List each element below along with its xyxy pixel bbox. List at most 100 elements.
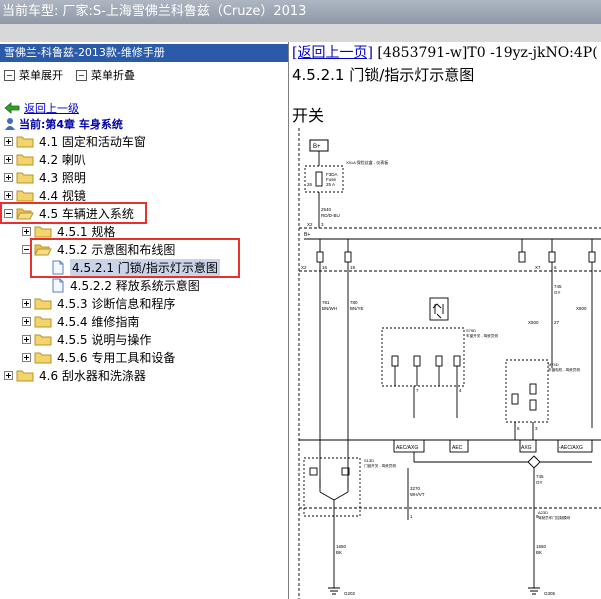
ground-g305: G305 bbox=[544, 591, 556, 596]
tree-item-4-5-4[interactable]: 4.5.4 维修指南 bbox=[22, 312, 139, 330]
back-link-label: 返回上一级 bbox=[24, 102, 79, 115]
s13d-label: S13D bbox=[364, 458, 374, 463]
section-heading: 4.5.2.1 门锁/指示灯示意图 bbox=[292, 66, 475, 84]
highlight-box-4-5-2 bbox=[30, 238, 240, 278]
tree-item-label: 4.4 视镜 bbox=[39, 188, 86, 203]
pin-1: 1 bbox=[410, 514, 413, 519]
title-strip bbox=[0, 24, 601, 42]
tree-item-label: 4.5 车辆进入系统 bbox=[39, 206, 134, 221]
expand-toggle-icon[interactable] bbox=[22, 298, 31, 308]
tree-item-label: 4.5.2.1 门锁/指示灯示意图 bbox=[70, 258, 220, 276]
pin-26: 26 bbox=[307, 182, 313, 187]
pin-8: 8 bbox=[536, 514, 539, 519]
expand-menu-button[interactable]: 菜单展开 bbox=[4, 67, 63, 83]
ground-g202: G202 bbox=[344, 591, 356, 596]
expand-toggle-icon[interactable] bbox=[22, 316, 31, 326]
tree-item-4-5-3[interactable]: 4.5.3 诊断信息和程序 bbox=[22, 294, 175, 312]
folder-icon bbox=[16, 136, 34, 148]
collapse-menu-label: 菜单折叠 bbox=[91, 69, 135, 82]
wire-3270: 3270 bbox=[410, 486, 421, 491]
document-reference: [4853791-w]T0 -19yz-jkNO:4P( bbox=[372, 45, 598, 61]
expand-toggle-icon[interactable] bbox=[4, 172, 13, 182]
switch-contacts-row bbox=[316, 239, 596, 263]
x500-label: X500 bbox=[528, 320, 539, 325]
option-aec: AEC bbox=[452, 445, 463, 451]
expand-icon bbox=[4, 69, 15, 81]
bplus-box-label: B+ bbox=[313, 144, 321, 150]
tree-item-label: 4.3 照明 bbox=[39, 170, 86, 185]
x800-label: X800 bbox=[576, 306, 587, 311]
current-chapter: 当前:第4章 车身系统 bbox=[4, 116, 123, 132]
pin-27: 27 bbox=[554, 320, 560, 325]
folder-icon bbox=[34, 298, 52, 310]
folder-icon bbox=[34, 226, 52, 238]
tree-item-4-6[interactable]: 4.6 刮水器和洗涤器 bbox=[4, 366, 146, 384]
document-icon bbox=[52, 278, 64, 292]
tree-item-4-3[interactable]: 4.3 照明 bbox=[4, 168, 86, 186]
tree-item-4-5-2-1[interactable]: 4.5.2.1 门锁/指示灯示意图 bbox=[52, 258, 220, 276]
back-to-parent-link[interactable]: 返回上一级 bbox=[4, 100, 79, 116]
expand-toggle-icon[interactable] bbox=[4, 190, 13, 200]
folder-icon bbox=[34, 352, 52, 364]
tree-item-4-2[interactable]: 4.2 喇叭 bbox=[4, 150, 86, 168]
tree-item-label: 4.5.2 示意图和布线图 bbox=[57, 242, 176, 257]
expand-toggle-icon[interactable] bbox=[22, 226, 31, 236]
tree-item-label: 4.5.5 说明与操作 bbox=[57, 332, 152, 347]
m74d-label: M74D bbox=[548, 362, 559, 367]
highlight-box-4-5 bbox=[0, 202, 147, 224]
wire-3270-color: WH/VT bbox=[410, 492, 425, 497]
tree-item-4-5-2[interactable]: 4.5.2 示意图和布线图 bbox=[22, 240, 175, 258]
wire-2540: 2540 bbox=[321, 207, 332, 212]
fuse-rating: 25 A bbox=[326, 182, 335, 187]
a23d-label: A23D bbox=[538, 510, 548, 515]
tree-item-label: 4.5.4 维修指南 bbox=[57, 314, 140, 329]
collapse-toggle-icon[interactable] bbox=[4, 208, 13, 218]
expand-toggle-icon[interactable] bbox=[4, 370, 13, 380]
ground-icon bbox=[528, 587, 540, 595]
tree-item-4-5-2-2[interactable]: 4.5.2.2 释放系统示意图 bbox=[52, 276, 200, 294]
expand-toggle-icon[interactable] bbox=[4, 136, 13, 146]
ground-icon bbox=[328, 587, 340, 595]
collapse-menu-button[interactable]: 菜单折叠 bbox=[76, 67, 135, 83]
tree-item-4-5[interactable]: 4.5 车辆进入系统 bbox=[4, 204, 134, 222]
tree-item-label: 4.2 喇叭 bbox=[39, 152, 86, 167]
collapse-icon bbox=[76, 69, 87, 81]
option-axg: AXG bbox=[521, 445, 532, 451]
fuse-block-label: X51A 保险丝盒 - 仪表板 bbox=[346, 159, 388, 165]
wire-780: 780 bbox=[350, 300, 358, 305]
wire-1550-color: BK bbox=[536, 550, 542, 555]
wire-745: 745 bbox=[536, 474, 544, 479]
folder-icon bbox=[34, 334, 52, 346]
option-aec-axg-left: AEC/AXG bbox=[396, 445, 418, 451]
expand-toggle-icon[interactable] bbox=[22, 334, 31, 344]
tree-item-4-5-5[interactable]: 4.5.5 说明与操作 bbox=[22, 330, 151, 348]
diagram-subheading: 开关 bbox=[292, 106, 325, 125]
pin-3: 3 bbox=[535, 426, 538, 431]
wire-1650-color: BK bbox=[336, 550, 342, 555]
menu-toolbar: 菜单展开 菜单折叠 bbox=[0, 64, 288, 84]
tree-item-4-5-1[interactable]: 4.5.1 规格 bbox=[22, 222, 115, 240]
tree-item-4-4[interactable]: 4.4 视镜 bbox=[4, 186, 86, 204]
wire-745-top-color: GY bbox=[554, 290, 561, 295]
folder-icon bbox=[16, 190, 34, 202]
tree-item-4-5-6[interactable]: 4.5.6 专用工具和设备 bbox=[22, 348, 175, 366]
tree-item-label: 4.5.2.2 释放系统示意图 bbox=[70, 278, 200, 293]
back-page-link[interactable]: [返回上一页] bbox=[292, 45, 373, 61]
content-pane: [返回上一页] [4853791-w]T0 -19yz-jkNO:4P( 4.5… bbox=[290, 42, 601, 599]
folder-icon bbox=[16, 370, 34, 382]
folder-icon bbox=[16, 154, 34, 166]
tree-item-4-1[interactable]: 4.1 固定和活动车窗 bbox=[4, 132, 146, 150]
manual-title: 雪佛兰-科鲁兹-2013款-维修手册 bbox=[0, 44, 288, 62]
expand-toggle-icon[interactable] bbox=[22, 352, 31, 362]
option-aec-axg-right: -AEC/AXG bbox=[559, 445, 583, 451]
current-chapter-label: 当前:第4章 车身系统 bbox=[19, 118, 123, 131]
m74d-description: 车窗电机 - 驾驶员侧 bbox=[548, 367, 580, 372]
reference-line: [返回上一页] [4853791-w]T0 -19yz-jkNO:4P( bbox=[292, 42, 598, 62]
folder-icon bbox=[16, 172, 34, 184]
wire-781: 781 bbox=[322, 300, 330, 305]
expand-toggle-icon[interactable] bbox=[4, 154, 13, 164]
tree-item-label: 4.1 固定和活动车窗 bbox=[39, 134, 146, 149]
tree-item-label: 4.5.3 诊断信息和程序 bbox=[57, 296, 176, 311]
x2-connector-label: X2 bbox=[307, 222, 313, 227]
x7-connector-label: X7 bbox=[535, 265, 541, 270]
